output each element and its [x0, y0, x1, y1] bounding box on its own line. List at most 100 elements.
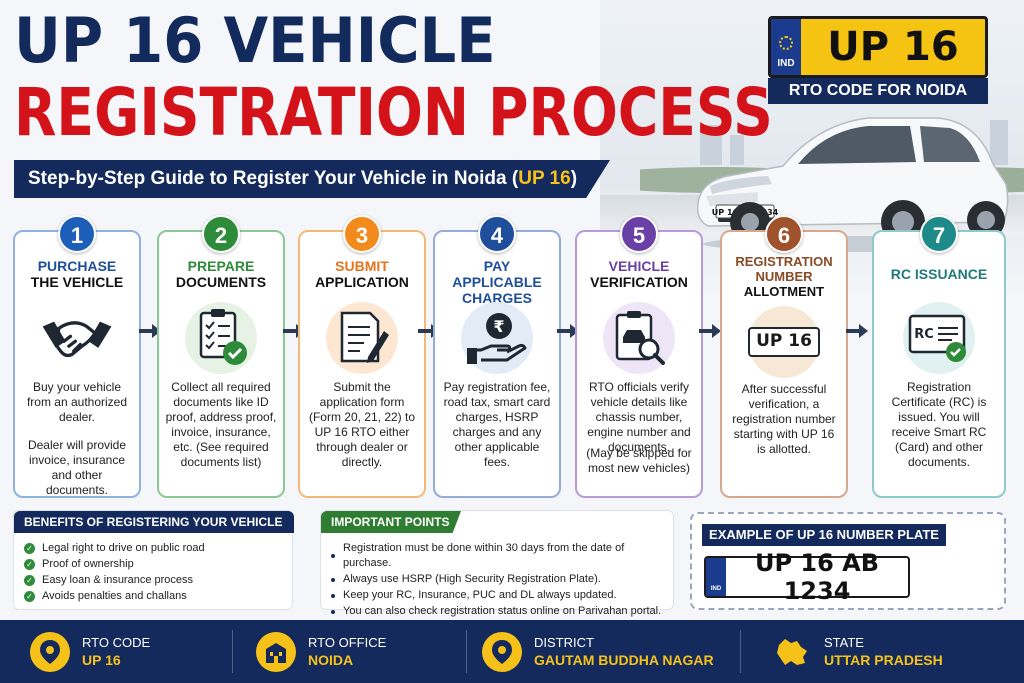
step-title-line: SUBMIT	[335, 258, 389, 274]
step-card-7: 7 RC ISSUANCE RC Registration Certificat…	[872, 215, 1006, 498]
step-number-badge: 7	[920, 215, 958, 253]
rupee-hand-icon: ₹	[461, 302, 533, 374]
footer-item-district: DISTRICT GAUTAM BUDDHA NAGAR	[482, 620, 714, 683]
step-card-2: 2 PREPARE DOCUMENTS Collect all required…	[157, 215, 285, 498]
car-inspect-icon	[603, 302, 675, 374]
important-points-list: Registration must be done within 30 days…	[331, 541, 673, 620]
step-description: Pay registration fee, road tax, smart ca…	[443, 380, 551, 469]
step-description: Registration Certificate (RC) is issued.…	[891, 380, 987, 469]
step-description: Submit the application form (Form 20, 21…	[308, 380, 416, 469]
step-title-line: DOCUMENTS	[175, 274, 267, 290]
allotted-plate-text: UP 16	[748, 327, 820, 357]
plate-country-code: IND	[777, 58, 795, 69]
big-number-plate: IND UP 16	[768, 16, 988, 78]
arrow-right-icon	[699, 324, 721, 338]
bullet-icon	[331, 577, 335, 582]
main-title-line1: UP 16 VEHICLE	[14, 4, 496, 77]
list-item: Registration must be done within 30 days…	[331, 541, 673, 571]
step-description: Buy your vehicle from an authorized deal…	[26, 380, 128, 424]
step-card-4: 4 PAY APPLICABLE CHARGES ₹ Pay registrat…	[433, 215, 561, 498]
handshake-icon	[41, 302, 113, 374]
list-item: Keep your RC, Insurance, PUC and DL alwa…	[331, 588, 673, 603]
map-pin-icon	[30, 631, 70, 672]
example-plate-heading: EXAMPLE OF UP 16 NUMBER PLATE	[702, 524, 946, 546]
step-title-line: PAY APPLICABLE	[452, 258, 542, 290]
rto-code-badge: IND UP 16 RTO CODE FOR NOIDA	[768, 16, 988, 104]
footer-bar: RTO CODE UP 16 RTO OFFICE NOIDA DISTRICT…	[0, 620, 1024, 683]
list-item: ✓Avoids penalties and challans	[24, 589, 205, 604]
ashoka-chakra-icon	[779, 36, 793, 50]
bullet-icon	[331, 554, 335, 558]
step-title-line: THE VEHICLE	[30, 274, 124, 290]
check-icon: ✓	[24, 575, 35, 586]
step-card-6: 6 REGISTRATION NUMBER ALLOTMENT UP 16 Af…	[720, 215, 848, 498]
step-number-badge: 6	[765, 215, 803, 253]
step-title-line: NUMBER	[755, 269, 813, 284]
important-points-panel: IMPORTANT POINTS Registration must be do…	[320, 510, 674, 617]
bullet-icon	[331, 609, 335, 614]
step-description-note: (May be skipped for most new vehicles)	[586, 446, 692, 475]
step-title-line: VEHICLE	[608, 258, 670, 274]
step-title: VEHICLE VERIFICATION	[581, 258, 697, 290]
step-title: PREPARE DOCUMENTS	[163, 258, 279, 290]
arrow-right-icon	[139, 324, 161, 338]
svg-text:₹: ₹	[493, 317, 504, 336]
step-title-line: RC ISSUANCE	[890, 266, 988, 282]
checklist-icon	[185, 302, 257, 374]
subtitle-bar: Step-by-Step Guide to Register Your Vehi…	[14, 160, 610, 198]
benefits-panel: BENEFITS OF REGISTERING YOUR VEHICLE ✓Le…	[13, 510, 294, 610]
subtitle-suffix: )	[570, 168, 578, 189]
step-number-badge: 4	[478, 215, 516, 253]
step-card-3: 3 SUBMIT APPLICATION Submit the applicat…	[298, 215, 426, 498]
plate-text: UP 16	[827, 24, 959, 70]
step-description-note: Dealer will provide invoice, insurance a…	[27, 438, 127, 497]
step-description: Collect all required documents like ID p…	[165, 380, 277, 469]
plate-country-strip: IND	[706, 558, 726, 596]
step-number-badge: 1	[58, 215, 96, 253]
step-card-1: 1 PURCHASE THE VEHICLE Buy your vehicle …	[13, 215, 141, 498]
step-title-line: CHARGES	[461, 290, 532, 306]
step-title-line: PURCHASE	[37, 258, 117, 274]
location-pin-icon	[482, 631, 522, 672]
benefits-heading: BENEFITS OF REGISTERING YOUR VEHICLE	[14, 511, 294, 533]
state-map-icon	[772, 632, 812, 672]
example-number-plate: IND UP 16 AB 1234	[704, 549, 910, 605]
subtitle-text: Step-by-Step Guide to Register Your Vehi…	[28, 168, 519, 189]
arrow-right-icon	[846, 324, 868, 338]
list-item: ✓Legal right to drive on public road	[24, 541, 205, 556]
list-item: ✓Proof of ownership	[24, 557, 205, 572]
footer-item-state: STATE UTTAR PRADESH	[772, 620, 943, 683]
step-number-badge: 3	[343, 215, 381, 253]
rto-code-label: RTO CODE FOR NOIDA	[768, 78, 988, 104]
main-title-line2: REGISTRATION PROCESS	[14, 74, 773, 151]
step-title: PURCHASE THE VEHICLE	[19, 258, 135, 290]
list-item: You can also check registration status o…	[331, 604, 673, 619]
step-number-badge: 2	[202, 215, 240, 253]
list-item: Always use HSRP (High Security Registrat…	[331, 572, 673, 587]
step-title-line: ALLOTMENT	[743, 284, 825, 299]
arrow-right-icon	[557, 324, 579, 338]
step-title: REGISTRATION NUMBER ALLOTMENT	[726, 254, 842, 299]
step-title: PAY APPLICABLE CHARGES	[439, 258, 555, 306]
example-plate-box: EXAMPLE OF UP 16 NUMBER PLATE IND UP 16 …	[690, 512, 1006, 610]
plate-text: UP 16 AB 1234	[754, 549, 880, 605]
step-title: SUBMIT APPLICATION	[304, 258, 420, 290]
rc-card-text: RC	[914, 327, 934, 342]
list-item: ✓Easy loan & insurance process	[24, 573, 205, 588]
rc-card-icon: RC	[903, 302, 975, 374]
benefits-list: ✓Legal right to drive on public road ✓Pr…	[24, 541, 205, 605]
bullet-icon	[331, 593, 335, 598]
step-description: RTO officials verify vehicle details lik…	[587, 380, 691, 454]
step-description: After successful verification, a registr…	[732, 382, 836, 456]
subtitle-highlight: UP 16	[518, 168, 571, 189]
check-icon: ✓	[24, 591, 35, 602]
step-title-line: PREPARE	[187, 258, 255, 274]
car-illustration: UP 16 AB 1234	[696, 117, 1009, 252]
step-title-line: APPLICATION	[315, 274, 409, 290]
footer-item-rto-office: RTO OFFICE NOIDA	[256, 620, 386, 683]
building-icon	[256, 631, 296, 672]
form-pen-icon	[326, 302, 398, 374]
step-title: RC ISSUANCE	[878, 266, 1000, 282]
check-icon: ✓	[24, 543, 35, 554]
step-number-badge: 5	[620, 215, 658, 253]
